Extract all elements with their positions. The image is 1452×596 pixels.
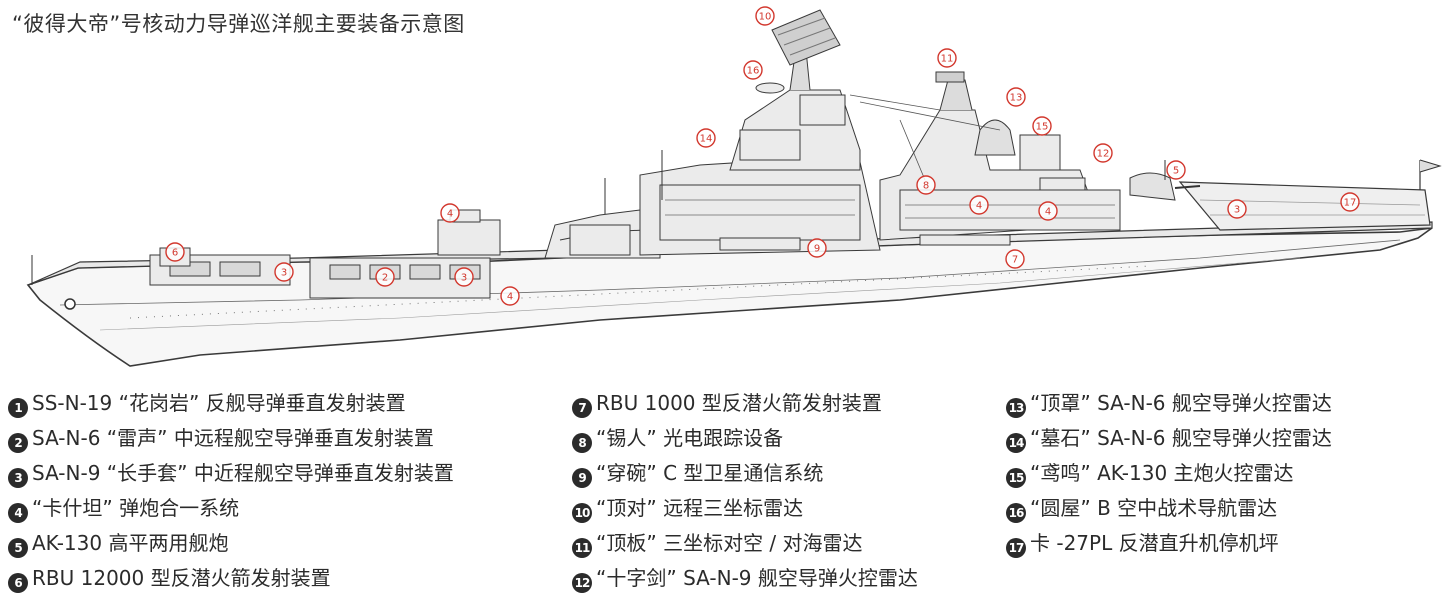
- callout-4: 4: [441, 204, 459, 222]
- callout-3: 3: [275, 263, 293, 281]
- callout-number: 7: [1012, 255, 1018, 266]
- legend-badge: 7: [572, 398, 592, 418]
- legend-badge: 10: [572, 503, 592, 523]
- legend-badge: 1: [8, 398, 28, 418]
- legend-text: RBU 12000 型反潜火箭发射装置: [32, 566, 331, 590]
- legend-badge: 2: [8, 433, 28, 453]
- callout-number: 14: [700, 134, 713, 145]
- callout-number: 3: [281, 268, 287, 279]
- callout-number: 4: [447, 209, 453, 220]
- legend-text: RBU 1000 型反潜火箭发射装置: [596, 391, 882, 415]
- legend-badge: 15: [1006, 468, 1026, 488]
- callout-14: 14: [697, 129, 715, 147]
- legend-text: SS-N-19 “花岗岩” 反舰导弹垂直发射装置: [32, 391, 406, 415]
- legend-text: SA-N-9 “长手套” 中近程舰空导弹垂直发射装置: [32, 461, 454, 485]
- callout-7: 7: [1006, 250, 1024, 268]
- callout-number: 12: [1097, 149, 1110, 160]
- legend-text: “墓石” SA-N-6 舰空导弹火控雷达: [1030, 426, 1332, 450]
- legend-item: 13“顶罩” SA-N-6 舰空导弹火控雷达: [1006, 386, 1332, 421]
- callout-number: 16: [747, 66, 760, 77]
- legend-text: AK-130 高平两用舰炮: [32, 531, 228, 555]
- callout-15: 15: [1033, 117, 1051, 135]
- callout-2: 2: [376, 268, 394, 286]
- callout-number: 13: [1010, 93, 1023, 104]
- legend-item: 10“顶对” 远程三坐标雷达: [572, 491, 918, 526]
- legend-text: SA-N-6 “雷声” 中远程舰空导弹垂直发射装置: [32, 426, 434, 450]
- legend-item: 4“卡什坦” 弹炮合一系统: [8, 491, 454, 526]
- legend-item: 8“锡人” 光电跟踪设备: [572, 421, 918, 456]
- ship-illustration: 10 16 11 13 14 15 12 5 8 4 4 4 9 7 6 3 2 3 4 3 17: [0, 0, 1452, 380]
- callout-5: 5: [1167, 161, 1185, 179]
- callout-3: 3: [455, 268, 473, 286]
- callout-16: 16: [744, 61, 762, 79]
- legend-text: “锡人” 光电跟踪设备: [596, 426, 783, 450]
- callout-9: 9: [808, 239, 826, 257]
- legend-text: “十字剑” SA-N-9 舰空导弹火控雷达: [596, 566, 918, 590]
- legend-badge: 13: [1006, 398, 1026, 418]
- legend-item: 9“穿碗” C 型卫星通信系统: [572, 456, 918, 491]
- legend-column-3: 13“顶罩” SA-N-6 舰空导弹火控雷达 14“墓石” SA-N-6 舰空导…: [1006, 386, 1332, 561]
- legend-text: “穿碗” C 型卫星通信系统: [596, 461, 823, 485]
- callout-17: 17: [1341, 193, 1359, 211]
- legend-text: “圆屋” B 空中战术导航雷达: [1030, 496, 1277, 520]
- legend-item: 14“墓石” SA-N-6 舰空导弹火控雷达: [1006, 421, 1332, 456]
- callout-number: 2: [382, 273, 388, 284]
- legend-badge: 9: [572, 468, 592, 488]
- legend-badge: 11: [572, 538, 592, 558]
- callout-4: 4: [970, 196, 988, 214]
- callout-number: 3: [461, 273, 467, 284]
- legend-badge: 8: [572, 433, 592, 453]
- legend-item: 15“鸢鸣” AK-130 主炮火控雷达: [1006, 456, 1332, 491]
- legend-badge: 5: [8, 538, 28, 558]
- legend-item: 11“顶板” 三坐标对空 / 对海雷达: [572, 526, 918, 561]
- legend-badge: 16: [1006, 503, 1026, 523]
- callout-number: 9: [814, 244, 820, 255]
- legend-item: 16“圆屋” B 空中战术导航雷达: [1006, 491, 1332, 526]
- legend-badge: 14: [1006, 433, 1026, 453]
- callout-10: 10: [756, 7, 774, 25]
- callout-number: 10: [759, 12, 772, 23]
- callout-13: 13: [1007, 88, 1025, 106]
- callout-number: 17: [1344, 198, 1357, 209]
- callout-11: 11: [938, 49, 956, 67]
- callout-number: 4: [507, 292, 513, 303]
- legend-badge: 3: [8, 468, 28, 488]
- callout-number: 4: [1045, 207, 1051, 218]
- legend-badge: 12: [572, 573, 592, 593]
- callout-number: 8: [923, 181, 929, 192]
- legend-item: 12“十字剑” SA-N-9 舰空导弹火控雷达: [572, 561, 918, 596]
- legend-text: “鸢鸣” AK-130 主炮火控雷达: [1030, 461, 1294, 485]
- callout-number: 4: [976, 201, 982, 212]
- callout-number: 15: [1036, 122, 1049, 133]
- legend-text: “顶板” 三坐标对空 / 对海雷达: [596, 531, 863, 555]
- callout-number: 3: [1234, 205, 1240, 216]
- callout-4: 4: [501, 287, 519, 305]
- callout-6: 6: [166, 243, 184, 261]
- callout-4: 4: [1039, 202, 1057, 220]
- legend-text: 卡 -27PL 反潜直升机停机坪: [1030, 531, 1279, 555]
- legend-badge: 6: [8, 573, 28, 593]
- legend-text: “顶对” 远程三坐标雷达: [596, 496, 803, 520]
- callout-3: 3: [1228, 200, 1246, 218]
- callout-12: 12: [1094, 144, 1112, 162]
- callout-number: 5: [1173, 166, 1179, 177]
- legend-badge: 4: [8, 503, 28, 523]
- callout-8: 8: [917, 176, 935, 194]
- callout-number: 11: [941, 54, 954, 65]
- legend-badge: 17: [1006, 538, 1026, 558]
- callout-number: 6: [172, 248, 178, 259]
- legend-text: “卡什坦” 弹炮合一系统: [32, 496, 239, 520]
- legend-text: “顶罩” SA-N-6 舰空导弹火控雷达: [1030, 391, 1332, 415]
